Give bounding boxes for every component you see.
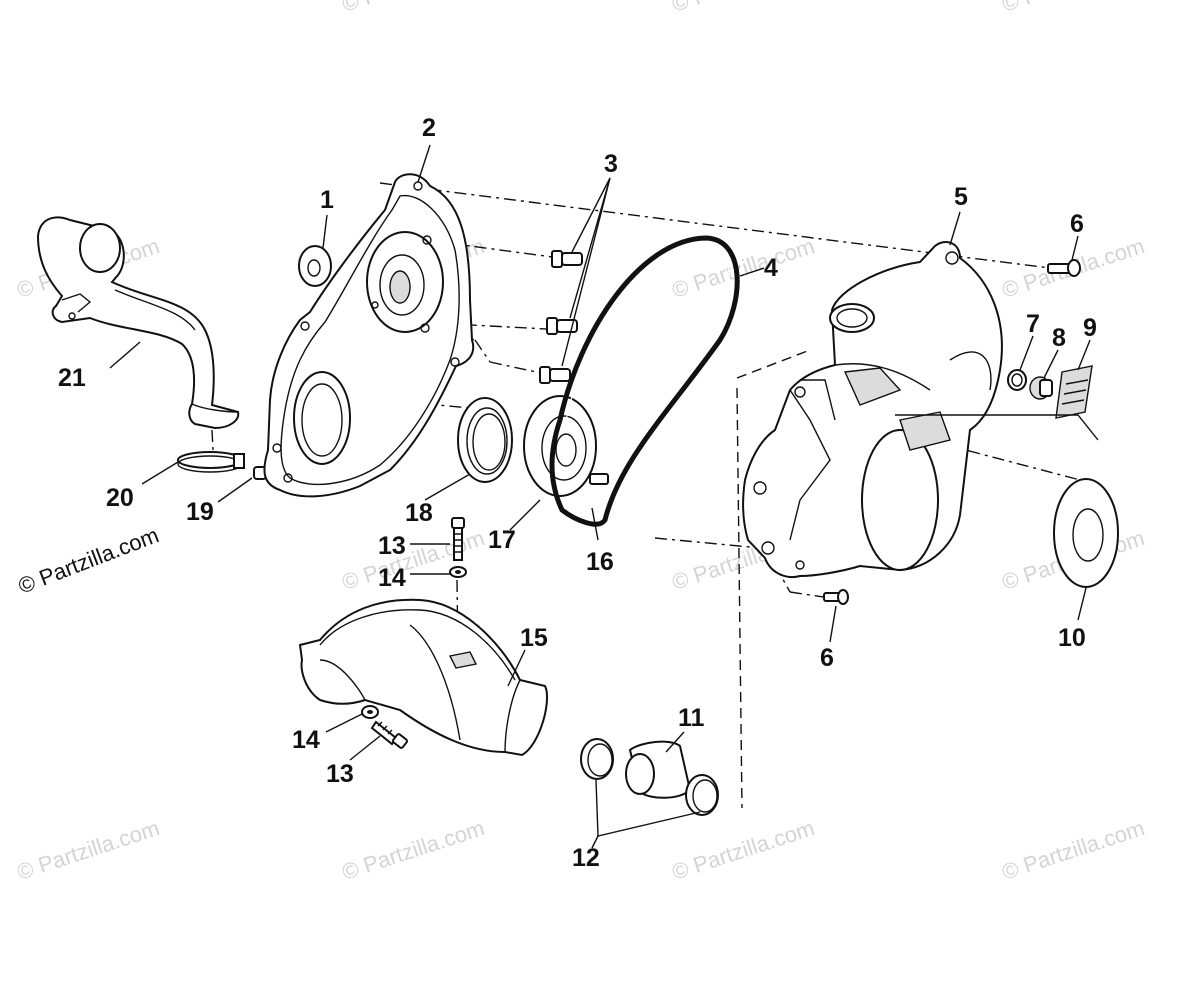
watermark: © Partzilla.com	[339, 0, 488, 17]
part-18-seal	[457, 397, 513, 483]
part-13-bolt-upper	[451, 517, 465, 561]
callout-12: 12	[572, 844, 600, 872]
part-2-inner-cover	[263, 173, 475, 498]
leader-lines	[109, 144, 1091, 849]
watermark: © Partzilla.com	[999, 815, 1148, 885]
part-1-washer	[298, 245, 332, 287]
callout-18: 18	[405, 499, 433, 527]
callout-14-lower: 14	[292, 726, 320, 754]
callout-19: 19	[186, 498, 214, 526]
callout-2: 2	[422, 114, 436, 142]
callout-13-lower: 13	[326, 760, 354, 788]
part-10-gasket	[1053, 478, 1119, 588]
bracket-line	[895, 414, 1099, 441]
callout-4: 4	[764, 254, 778, 282]
watermark: © Partzilla.com	[669, 815, 818, 885]
part-4-belt	[549, 235, 740, 527]
callout-17: 17	[488, 526, 516, 554]
part-14-washer-upper	[449, 566, 467, 578]
watermark: © Partzilla.com	[339, 525, 488, 595]
part-14-washer-lower	[361, 705, 379, 719]
part-5-outer-cover	[742, 241, 1003, 578]
callout-1: 1	[320, 186, 334, 214]
part-12-clamp-right	[685, 774, 719, 816]
part-15-lower-duct	[298, 598, 549, 757]
callout-6-upper: 6	[1070, 210, 1084, 238]
callout-labels: 1 2 3 4 5 6 6 7 8 9 10 11 12 13 13 14 14…	[58, 114, 1097, 872]
part-7-o-ring	[1007, 369, 1027, 391]
callout-3: 3	[604, 150, 618, 178]
watermark: © Partzilla.com	[339, 815, 488, 885]
callout-20: 20	[106, 484, 134, 512]
part-3-bolts	[539, 250, 583, 384]
callout-9: 9	[1083, 314, 1097, 342]
watermark: © Partzilla.com	[999, 0, 1148, 17]
part-21-intake-duct	[36, 216, 240, 430]
callout-6-lower: 6	[820, 644, 834, 672]
watermark: © Partzilla.com	[14, 815, 163, 885]
callout-7: 7	[1026, 310, 1040, 338]
callout-11: 11	[678, 704, 705, 732]
callout-15: 15	[520, 624, 548, 652]
callout-14-upper: 14	[378, 564, 406, 592]
callout-8: 8	[1052, 324, 1066, 352]
callout-16: 16	[586, 548, 614, 576]
callout-21: 21	[58, 364, 86, 392]
watermark: © Partzilla.com	[669, 0, 818, 17]
part-20-clamp	[177, 451, 245, 473]
part-17-pulley	[523, 395, 609, 497]
callout-13-upper: 13	[378, 532, 406, 560]
watermark: © Partzilla.com	[669, 233, 818, 303]
part-8-plug	[1029, 376, 1053, 400]
part-6-screw-upper	[1047, 259, 1081, 277]
part-11-coupler	[625, 740, 692, 799]
part-12-clamp-left	[580, 738, 614, 780]
part-9-decal	[1055, 365, 1093, 419]
callout-5: 5	[954, 183, 968, 211]
part-13-bolt-lower	[370, 720, 408, 749]
credit-text: © Partzilla.com	[15, 522, 162, 598]
part-6-screw-lower	[823, 589, 849, 605]
callout-10: 10	[1058, 624, 1086, 652]
